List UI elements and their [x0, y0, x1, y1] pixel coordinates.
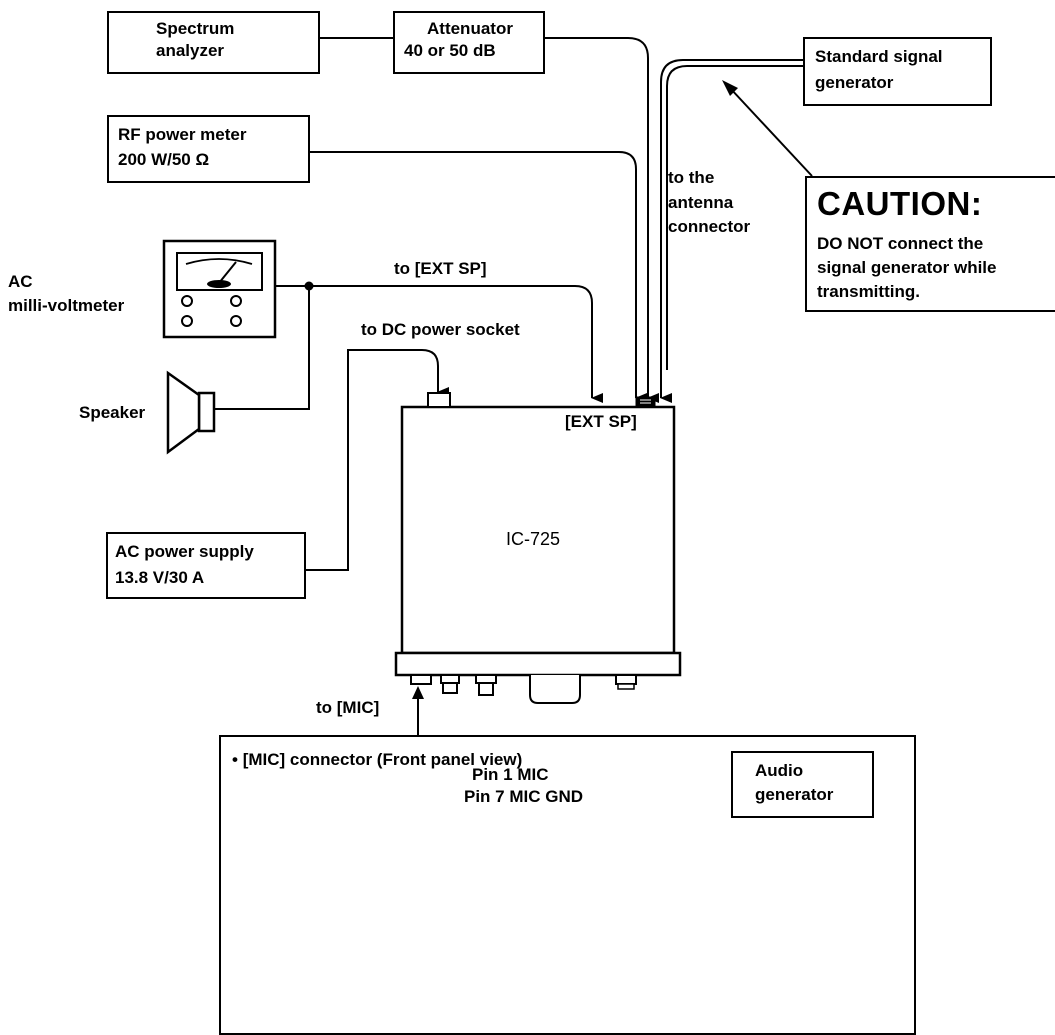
caution-pointer-line: [729, 87, 813, 177]
speaker-icon: [166, 370, 216, 455]
mic-connector-note: (Front panel view): [372, 750, 523, 769]
ac-power-supply-box: AC power supply 13.8 V/30 A: [106, 532, 306, 599]
caution-emphasis: DO NOT: [817, 234, 884, 253]
attenuator-label-1: Attenuator: [427, 19, 513, 38]
voltmeter-label-1: AC: [8, 272, 33, 291]
audio-generator-box: Audio generator: [731, 751, 874, 818]
spectrum-analyzer-label-1: Spectrum: [156, 19, 235, 38]
transceiver-label: IC-725: [506, 529, 561, 549]
caution-box: CAUTION: DO NOT connect the signal gener…: [805, 176, 1055, 312]
rf-power-meter-label-1: RF power meter: [118, 125, 247, 144]
caution-title: CAUTION:: [817, 185, 983, 222]
caution-pointer-arrowhead: [722, 80, 738, 96]
wire-attenuator-antenna: [544, 37, 659, 403]
antenna-connector-icon: [635, 396, 656, 408]
wire-power-meter-antenna: [309, 151, 647, 403]
rf-power-meter-box: RF power meter 200 W/50 Ω: [107, 115, 310, 183]
wire-speaker: [214, 286, 310, 410]
signal-generator-label-1: Standard signal: [815, 47, 943, 66]
speaker-label: Speaker: [79, 403, 146, 422]
attenuator-label-2: 40 or 50 dB: [404, 41, 496, 60]
caution-line-3: transmitting.: [817, 282, 920, 301]
signal-generator-box: Standard signal generator: [803, 37, 992, 106]
spectrum-analyzer-box: Spectrum analyzer: [107, 11, 320, 74]
dc-power-label: to DC power socket: [361, 320, 520, 339]
mic-connector-heading: • [MIC] connector (Front panel view): [232, 749, 522, 771]
mic-connector-title: [MIC] connector: [242, 750, 373, 769]
antenna-label-3: connector: [668, 217, 751, 236]
audio-generator-label-2: generator: [755, 785, 834, 804]
wire-ext-sp: [275, 285, 603, 403]
mic-arrowhead: [412, 686, 424, 699]
antenna-label-1: to the: [668, 168, 715, 187]
caution-line-1-rest: connect the: [883, 234, 984, 253]
pin7-label: Pin 7 MIC GND: [464, 787, 584, 806]
voltmeter-label-2: milli-voltmeter: [8, 296, 125, 315]
dc-power-socket-icon: [427, 392, 451, 408]
wire-dc-power: [305, 349, 449, 571]
transceiver-icon: [394, 392, 682, 704]
mic-label: to [MIC]: [316, 698, 380, 717]
ac-power-supply-label-2: 13.8 V/30 A: [115, 568, 205, 587]
ac-power-supply-label-1: AC power supply: [115, 542, 254, 561]
mic-bullet: •: [232, 750, 238, 769]
audio-generator-label-1: Audio: [755, 761, 804, 780]
wire-signal-generator-antenna: [660, 59, 803, 403]
pin1-label: Pin 1 MIC: [472, 765, 549, 784]
spectrum-analyzer-label-2: analyzer: [156, 41, 225, 60]
signal-generator-label-2: generator: [815, 73, 894, 92]
caution-line-1: DO NOT connect the: [817, 233, 983, 255]
wire-signal-generator-antenna-shield: [666, 65, 803, 370]
antenna-label-2: antenna: [668, 193, 734, 212]
caution-line-2: signal generator while: [817, 258, 997, 277]
ext-sp-jack-label: [EXT SP]: [565, 412, 637, 431]
voltmeter-icon: [162, 239, 277, 339]
attenuator-box: Attenuator 40 or 50 dB: [393, 11, 545, 74]
ext-sp-label: to [EXT SP]: [394, 259, 487, 278]
rf-power-meter-label-2: 200 W/50 Ω: [118, 150, 210, 169]
